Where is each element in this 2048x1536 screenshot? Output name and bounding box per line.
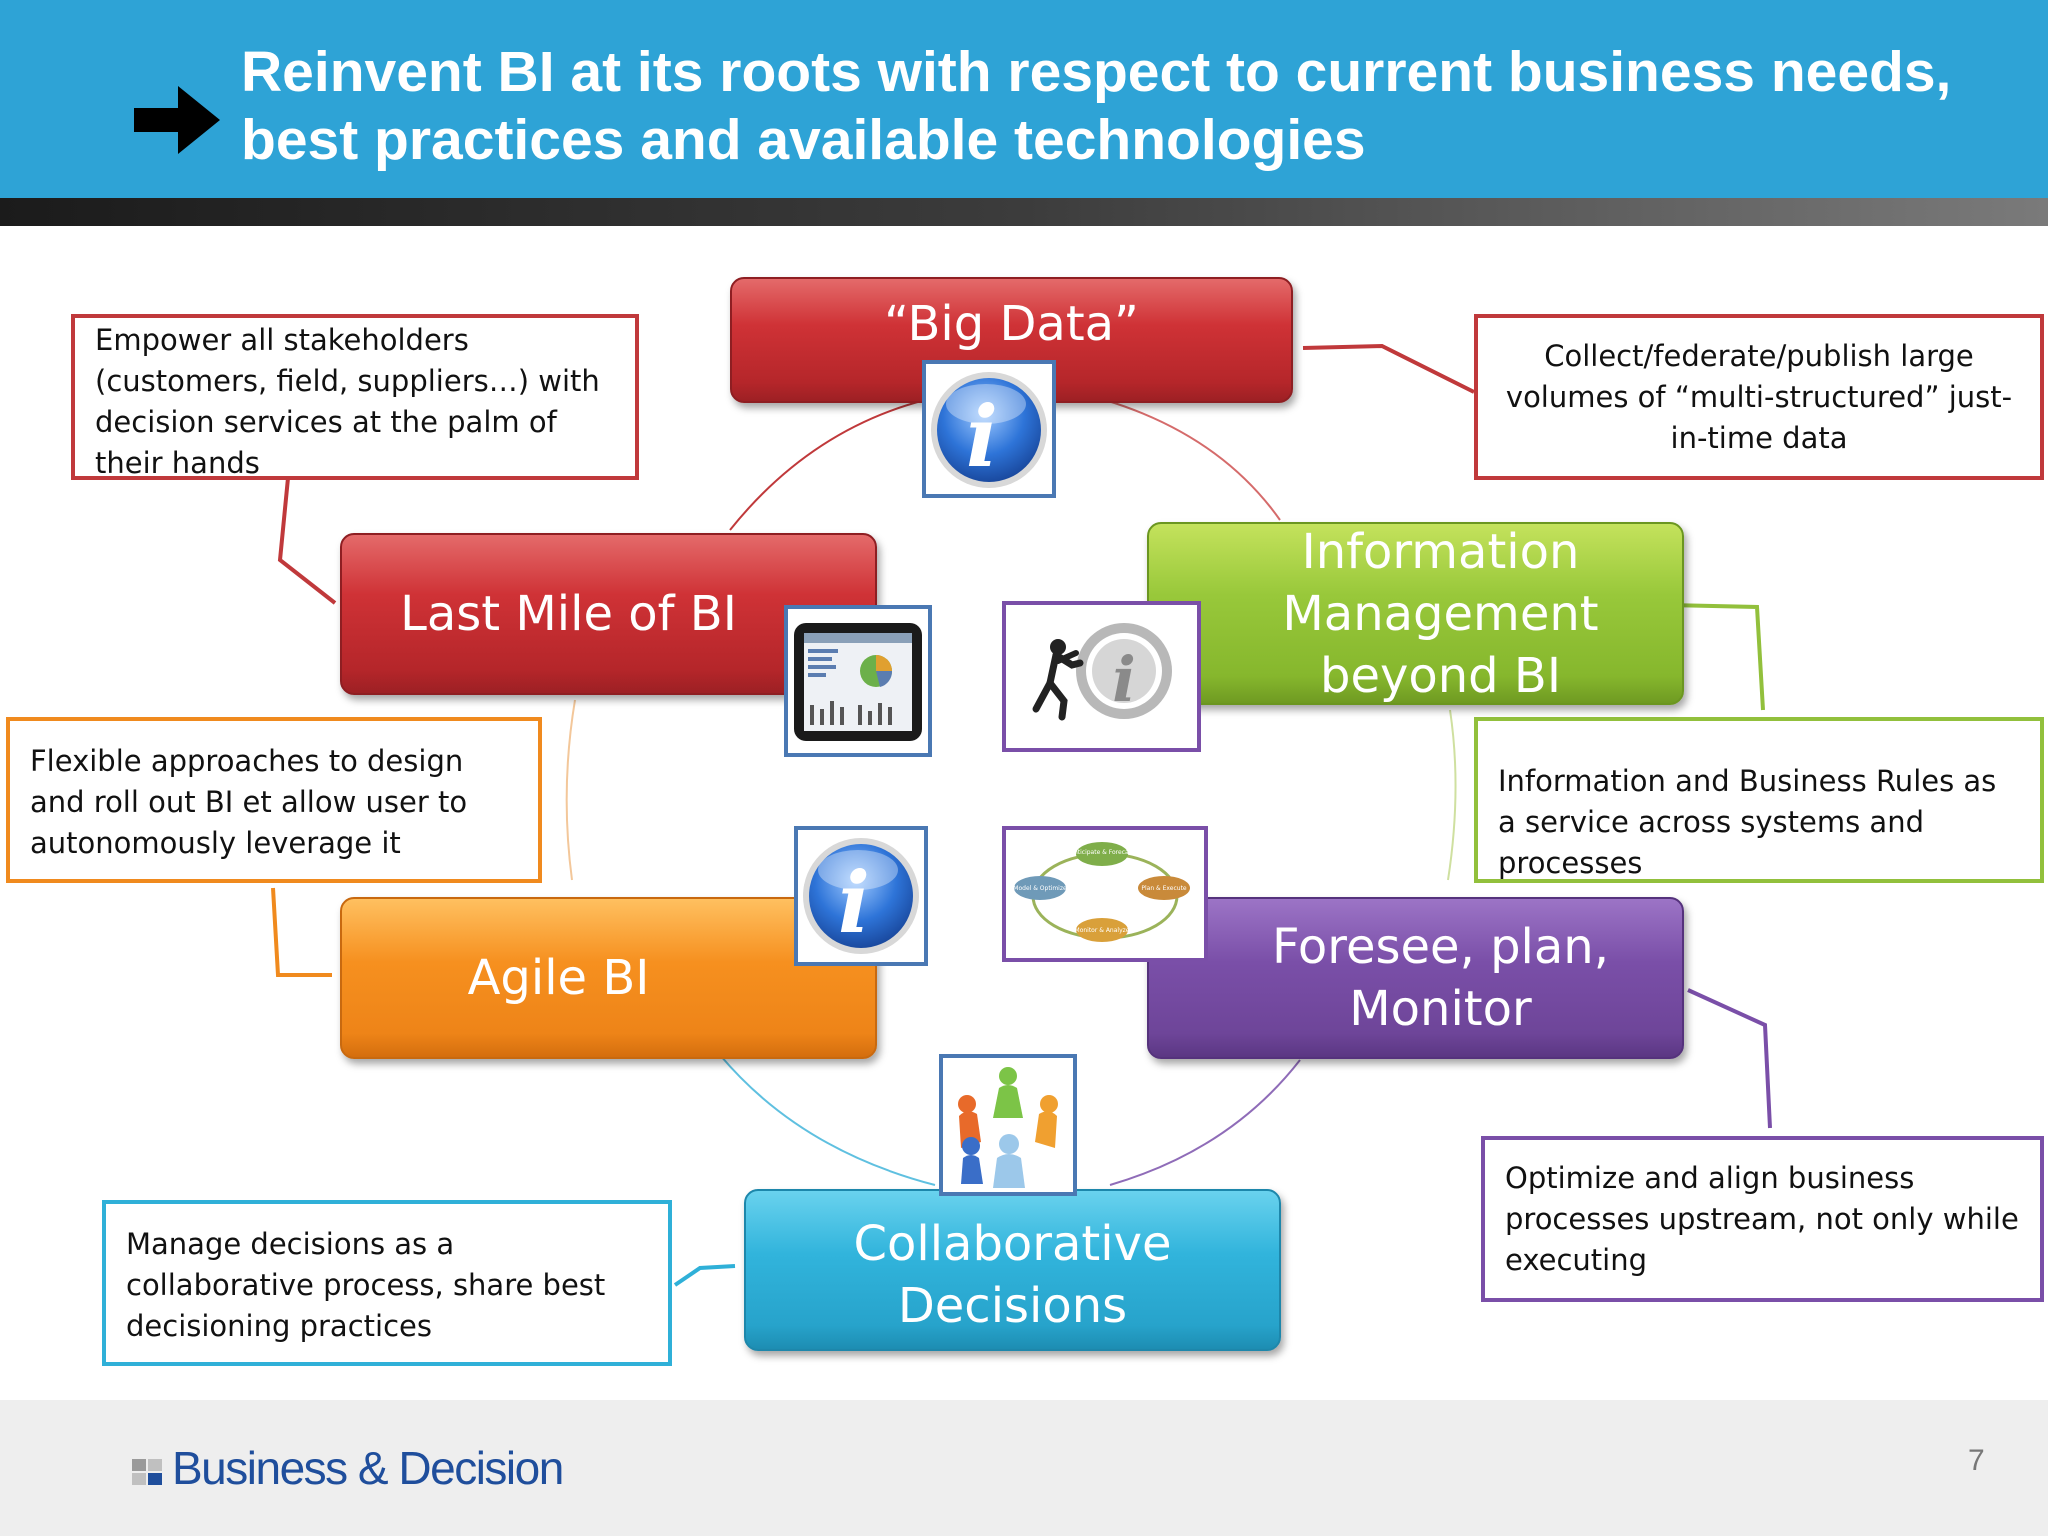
callout-rules: Information and Business Rules as a serv…	[1474, 717, 2044, 883]
page-title: Reinvent BI at its roots with respect to…	[241, 38, 2021, 174]
info-icon: i	[931, 372, 1047, 488]
node-foresee-label: Foresee, plan, Monitor	[1272, 919, 1609, 1037]
ring-arc-right	[1447, 709, 1457, 881]
person-pushing-info-icon: i	[1002, 601, 1201, 752]
people-circle-icon	[958, 1067, 1058, 1188]
cycle-label-anticipate: Anticipate & Forecast	[1070, 849, 1135, 856]
node-agile: Agile BI	[340, 897, 877, 1059]
connector-agile	[271, 887, 332, 977]
callout-big-data: Collect/federate/publish large volumes o…	[1474, 314, 2044, 480]
callout-collab: Manage decisions as a collaborative proc…	[102, 1200, 672, 1366]
ring-arc-top-right	[1104, 399, 1281, 521]
title-line-1: Reinvent BI at its roots with respect to…	[241, 40, 1952, 104]
node-foresee: Foresee, plan, Monitor	[1147, 897, 1684, 1059]
callout-stakeholders-text: Empower all stakeholders (customers, fie…	[95, 323, 600, 480]
footer	[0, 1400, 2048, 1536]
svg-text:i: i	[1112, 643, 1136, 716]
callout-collab-text: Manage decisions as a collaborative proc…	[126, 1227, 606, 1343]
callout-flexible-text: Flexible approaches to design and roll o…	[30, 744, 468, 860]
node-collab-label: Collaborative Decisions	[853, 1216, 1172, 1334]
svg-text:i: i	[838, 853, 870, 952]
connector-collab	[673, 1264, 736, 1287]
logo-text: Business & Decision	[172, 1442, 564, 1494]
cycle-diagram-image: Anticipate & Forecast Plan & Execute Mon…	[1002, 826, 1208, 962]
callout-optimize: Optimize and align business processes up…	[1481, 1136, 2044, 1302]
callout-big-data-text: Collect/federate/publish large volumes o…	[1505, 338, 2013, 455]
logo-mark-icon	[130, 1449, 168, 1487]
header-divider-bar	[0, 198, 2048, 226]
info-icon-big-data: i	[922, 360, 1056, 498]
page-number: 7	[1968, 1444, 1985, 1477]
arrow-right-icon	[134, 86, 220, 154]
connector-foresee	[1687, 988, 1772, 1129]
connector-big-data	[1302, 343, 1475, 394]
svg-text:i: i	[966, 387, 998, 486]
people-circle-image	[939, 1054, 1077, 1196]
ring-arc-bottom-left	[719, 1054, 936, 1186]
callout-optimize-text: Optimize and align business processes up…	[1505, 1161, 2019, 1277]
person-pushing-icon: i	[1032, 623, 1172, 721]
tablet-dashboard-image	[784, 605, 932, 757]
node-last-mile-label: Last Mile of BI	[400, 586, 737, 642]
connector-last-mile	[277, 477, 337, 605]
node-big-data-label: “Big Data”	[884, 296, 1139, 352]
cycle-label-monitor: Monitor & Analyze	[1075, 927, 1130, 934]
cycle-label-plan: Plan & Execute	[1141, 885, 1187, 892]
node-collab: Collaborative Decisions	[744, 1189, 1281, 1351]
node-info-mgmt-label: Information Management beyond BI	[1282, 523, 1599, 704]
ring-arc-left	[565, 699, 576, 881]
connector-info-mgmt	[1667, 603, 1765, 711]
company-logo: Business & Decision	[130, 1440, 564, 1496]
tablet-icon	[794, 623, 922, 741]
callout-rules-text: Information and Business Rules as a serv…	[1498, 764, 1997, 880]
node-agile-label: Agile BI	[467, 950, 650, 1006]
cycle-label-model: Model & Optimize	[1013, 885, 1067, 892]
info-icon-agile: i	[794, 826, 928, 966]
node-info-mgmt: Information Management beyond BI	[1147, 522, 1684, 705]
cycle-diagram-icon: Anticipate & Forecast Plan & Execute Mon…	[1013, 842, 1190, 942]
header-banner	[0, 0, 2048, 198]
ring-arc-top-left	[729, 399, 926, 531]
title-line-2: best practices and available technologie…	[241, 108, 1366, 172]
callout-flexible: Flexible approaches to design and roll o…	[6, 717, 542, 883]
callout-stakeholders: Empower all stakeholders (customers, fie…	[71, 314, 639, 480]
ring-arc-bottom-right	[1109, 1059, 1301, 1186]
info-icon: i	[803, 838, 919, 954]
